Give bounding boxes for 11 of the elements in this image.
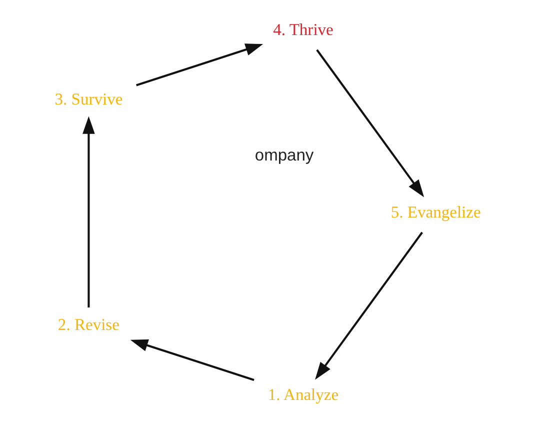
node-text: 2. Revise <box>58 315 120 334</box>
arrow <box>136 44 264 86</box>
arrow <box>82 116 95 308</box>
arrow <box>130 339 254 381</box>
arrow <box>315 232 423 380</box>
label: ompany <box>254 146 314 165</box>
node-text: 3. Survive <box>54 90 123 109</box>
node-text: 1. Analyze <box>268 384 339 404</box>
arrow <box>316 49 424 198</box>
node-text: 4. Thrive <box>273 20 334 39</box>
node-text: 5. Evangelize <box>390 202 481 222</box>
